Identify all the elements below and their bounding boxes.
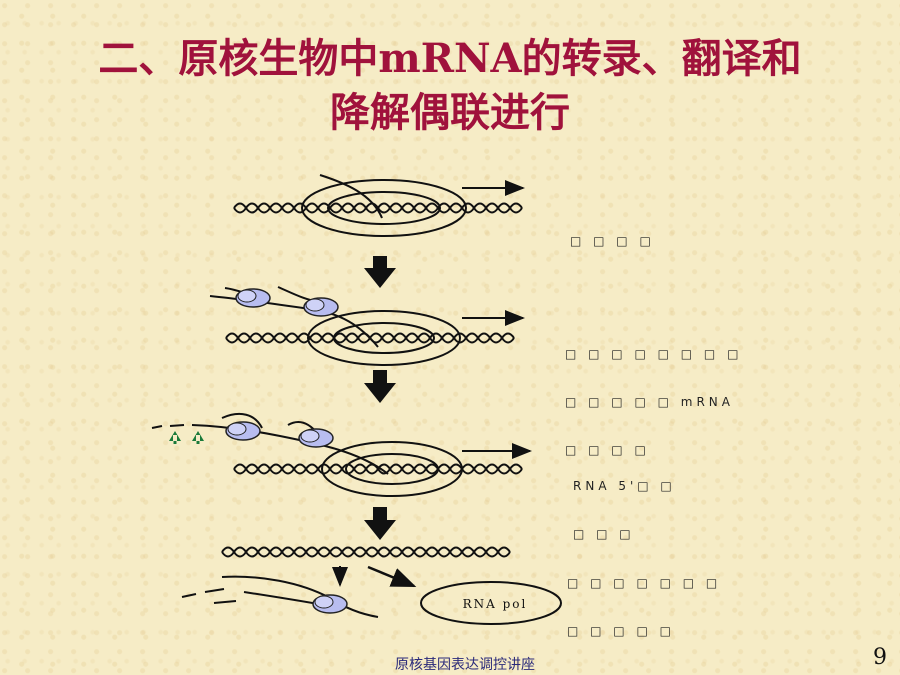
slide-title-line2: 降解偶联进行 — [330, 89, 570, 136]
down-arrow-icon — [364, 507, 396, 540]
rna-polymerase-outer — [301, 179, 467, 237]
down-arrow-icon — [364, 370, 396, 403]
nascent-peptide — [221, 412, 263, 429]
degraded-rna-fragments — [151, 424, 389, 475]
dna-helix — [233, 463, 523, 475]
dna-helix — [221, 546, 511, 558]
caption-stage-2: □ □ □ □ □ □ □ □ □ □ □ □ □ mRNA □ □ □ □ — [565, 347, 743, 457]
caption-stage-3: RNA 5'□ □ □ □ □ — [573, 479, 676, 541]
stage-2-coupled-translation — [209, 286, 525, 366]
page-number: 9 — [873, 645, 887, 670]
caption-stage-4: □ □ □ □ □ □ □ □ □ □ □ □ — [567, 576, 722, 638]
ribosome-icon — [303, 297, 339, 317]
degraded-rna-fragments — [181, 588, 319, 605]
ribosome-icon — [225, 421, 261, 441]
mrna-strand — [319, 174, 383, 219]
rna-polymerase-inner — [333, 322, 435, 354]
slide-footer: 原核基因表达调控讲座 — [395, 657, 535, 673]
ribosome-icon — [298, 428, 334, 448]
rna-polymerase-free — [420, 581, 562, 625]
mrna-strand — [209, 295, 379, 348]
stage-1-transcription — [233, 174, 525, 237]
ribosome-icon — [235, 288, 271, 308]
caption-stage-1: □ □ □ □ — [570, 234, 655, 248]
stage-3-rna-degradation — [151, 412, 532, 497]
slide-title-line1: 二、原核生物中mRNA的转录、翻译和 — [98, 35, 802, 82]
rna-polymerase-inner — [345, 453, 439, 485]
rna-polymerase-outer — [321, 441, 463, 497]
rna-polymerase-outer — [307, 310, 461, 366]
ribosome-icon — [312, 594, 348, 614]
mrna-strand — [221, 575, 379, 618]
release-arrow — [367, 565, 417, 588]
rna-polymerase-inner — [327, 191, 441, 225]
rna-polymerase-label: RNA pol — [462, 597, 528, 611]
nuclease-up-arrow-icon — [169, 431, 181, 444]
down-arrow-icon — [364, 256, 396, 288]
nuclease-up-arrow-icon — [192, 431, 204, 444]
stage-4-termination — [181, 546, 562, 625]
